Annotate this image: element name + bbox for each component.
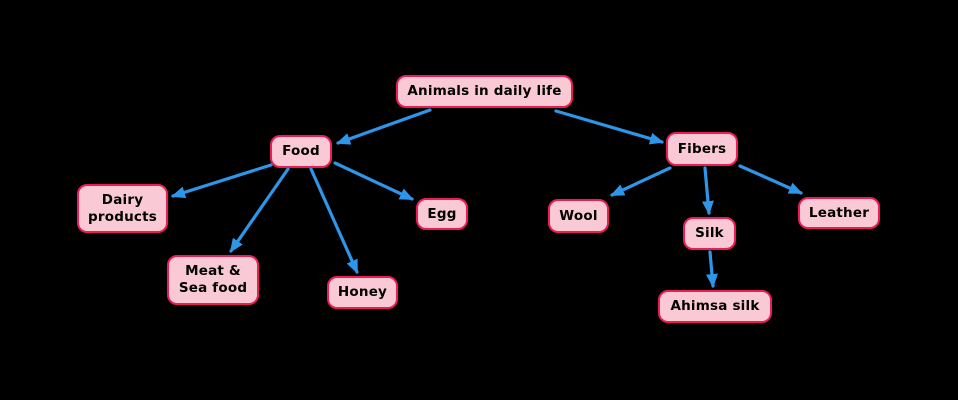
node-leather[interactable]: Leather (798, 197, 880, 229)
edge-food-egg (333, 161, 414, 201)
edge-food-meat (229, 167, 290, 253)
node-food[interactable]: Food (270, 135, 332, 168)
node-wool[interactable]: Wool (548, 199, 609, 233)
node-ahimsa-silk[interactable]: Ahimsa silk (658, 290, 772, 323)
edge-food-dairy (171, 163, 273, 199)
node-honey[interactable]: Honey (327, 276, 398, 309)
edge-food-honey (309, 167, 359, 274)
node-animals-in-daily-life[interactable]: Animals in daily life (396, 75, 573, 108)
edge-root-food (336, 108, 432, 145)
node-silk[interactable]: Silk (683, 217, 736, 250)
edge-root-fibers (554, 109, 664, 145)
edge-fibers-leather (738, 164, 803, 195)
edge-fibers-wool (610, 166, 672, 197)
node-dairy-products[interactable]: Dairy products (77, 184, 168, 233)
edge-silk-ahimsa (705, 250, 718, 288)
node-egg[interactable]: Egg (416, 198, 468, 230)
edge-fibers-silk (701, 166, 714, 215)
node-meat-sea-food[interactable]: Meat & Sea food (167, 255, 259, 305)
node-fibers[interactable]: Fibers (666, 132, 738, 166)
